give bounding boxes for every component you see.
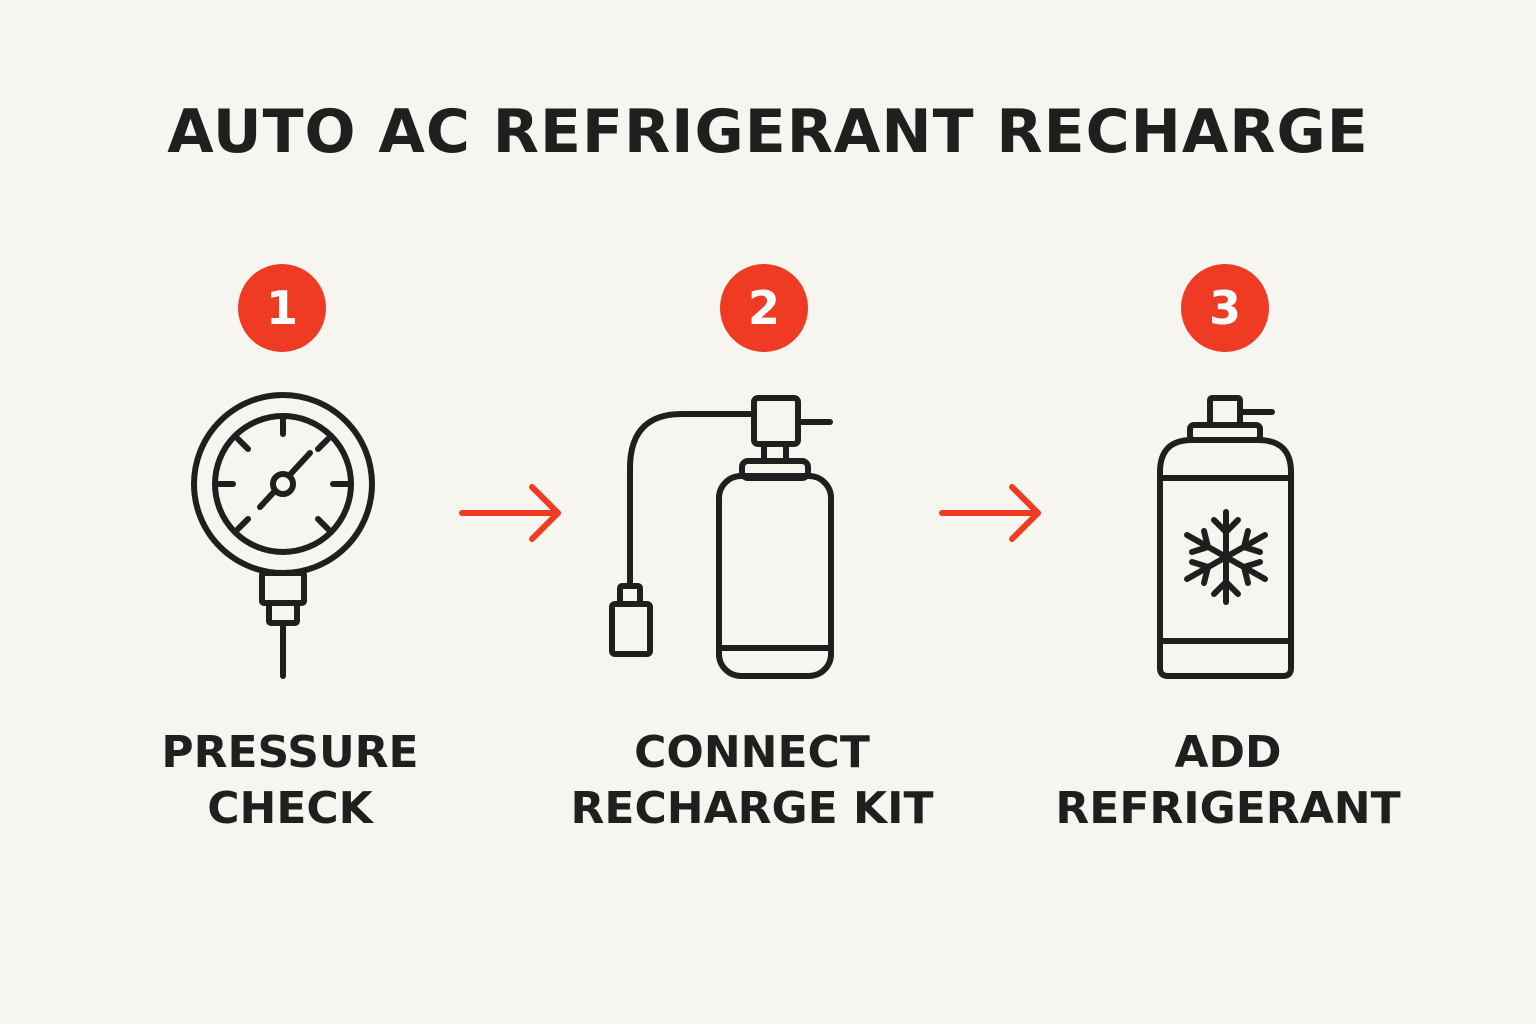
step-2-badge: 2 <box>720 264 808 352</box>
refrigerant-can-icon <box>1157 395 1294 679</box>
step-3-label-line2: REFRIGERANT <box>1055 783 1401 834</box>
pressure-gauge-icon <box>191 392 375 679</box>
step-3-label-line1: ADD <box>1174 727 1282 778</box>
step-2-label-line1: CONNECT <box>634 727 870 778</box>
step-3-label: ADD REFRIGERANT <box>1018 725 1438 837</box>
recharge-kit-icon <box>609 395 834 679</box>
step-2-label-line2: RECHARGE KIT <box>570 783 934 834</box>
step-1-label-line1: PRESSURE <box>161 727 419 778</box>
step-1-badge: 1 <box>238 264 326 352</box>
snowflake-icon <box>1184 509 1268 605</box>
step-2-label: CONNECT RECHARGE KIT <box>542 725 962 837</box>
step-1-label: PRESSURE CHECK <box>80 725 500 837</box>
step-3-badge: 3 <box>1181 264 1269 352</box>
step-1-label-line2: CHECK <box>207 783 373 834</box>
right-arrow-icon <box>939 484 1041 542</box>
right-arrow-icon <box>459 484 561 542</box>
page-title: AUTO AC REFRIGERANT RECHARGE <box>167 97 1369 167</box>
